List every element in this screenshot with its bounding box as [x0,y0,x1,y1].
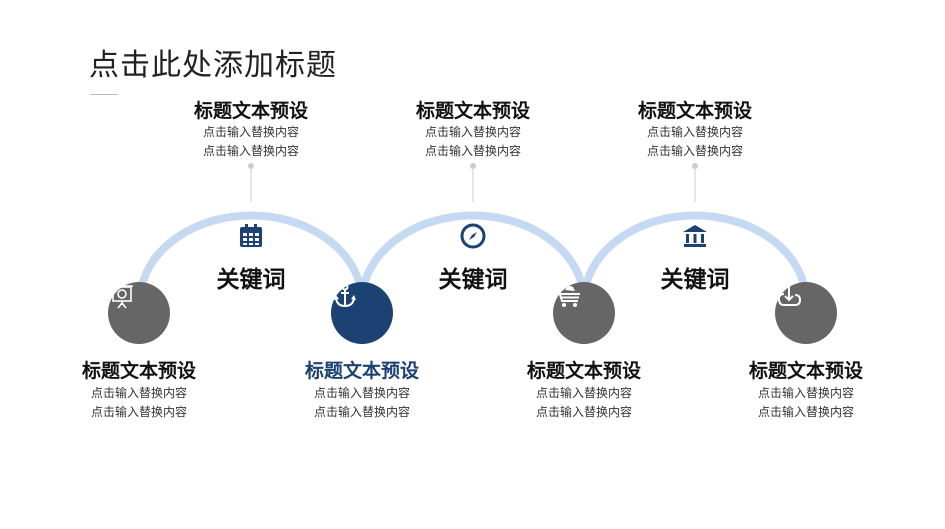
keyword-2[interactable]: 关键词 [438,267,508,293]
connector-dot [692,163,698,169]
item-text[interactable]: 点击输入替换内容 [646,144,743,158]
keyword-1[interactable]: 关键词 [216,267,286,293]
presentation-icon [111,285,133,309]
anchor-icon [334,283,356,308]
step-circle-3[interactable] [553,282,615,344]
step-circle-2[interactable] [331,282,393,344]
item-heading[interactable]: 标题文本预设 [637,100,752,122]
item-text[interactable]: 点击输入替换内容 [90,386,187,400]
bank-icon [683,225,707,247]
keyword-3[interactable]: 关键词 [660,267,730,293]
arc-1 [137,211,365,291]
compass-icon [460,223,486,249]
item-text[interactable]: 点击输入替换内容 [202,144,299,158]
item-text[interactable]: 点击输入替换内容 [535,386,632,400]
item-heading[interactable]: 标题文本预设 [415,100,530,122]
item-text[interactable]: 点击输入替换内容 [424,125,521,139]
item-heading[interactable]: 标题文本预设 [748,360,863,382]
bottom-item-4: 标题文本预设 点击输入替换内容 点击输入替换内容 [716,358,896,422]
title-underline [90,94,118,95]
item-text[interactable]: 点击输入替换内容 [757,386,854,400]
calendar-icon [240,224,262,247]
item-text[interactable]: 点击输入替换内容 [535,405,632,419]
item-text[interactable]: 点击输入替换内容 [424,144,521,158]
connector-dot [470,163,476,169]
item-heading[interactable]: 标题文本预设 [304,360,419,382]
item-text[interactable]: 点击输入替换内容 [757,405,854,419]
item-text[interactable]: 点击输入替换内容 [313,405,410,419]
item-text[interactable]: 点击输入替换内容 [90,405,187,419]
item-text[interactable]: 点击输入替换内容 [202,125,299,139]
top-item-1: 标题文本预设 点击输入替换内容 点击输入替换内容 [161,99,341,161]
slide-title[interactable]: 点击此处添加标题 [89,48,337,83]
bottom-item-1: 标题文本预设 点击输入替换内容 点击输入替换内容 [49,358,229,422]
cart-icon [555,286,580,307]
arc-3 [581,211,809,291]
item-text[interactable]: 点击输入替换内容 [646,125,743,139]
item-heading[interactable]: 标题文本预设 [526,360,641,382]
item-heading[interactable]: 标题文本预设 [193,100,308,122]
step-circle-4[interactable] [775,282,837,344]
item-heading[interactable]: 标题文本预设 [81,360,196,382]
connector-dot [248,163,254,169]
arc-2 [359,211,587,291]
top-item-2: 标题文本预设 点击输入替换内容 点击输入替换内容 [383,99,563,161]
bottom-item-3: 标题文本预设 点击输入替换内容 点击输入替换内容 [494,358,674,422]
item-text[interactable]: 点击输入替换内容 [313,386,410,400]
bottom-item-2: 标题文本预设 点击输入替换内容 点击输入替换内容 [272,358,452,422]
cloud-download-icon [777,286,802,306]
step-circle-1[interactable] [108,282,170,344]
top-item-3: 标题文本预设 点击输入替换内容 点击输入替换内容 [605,99,785,161]
